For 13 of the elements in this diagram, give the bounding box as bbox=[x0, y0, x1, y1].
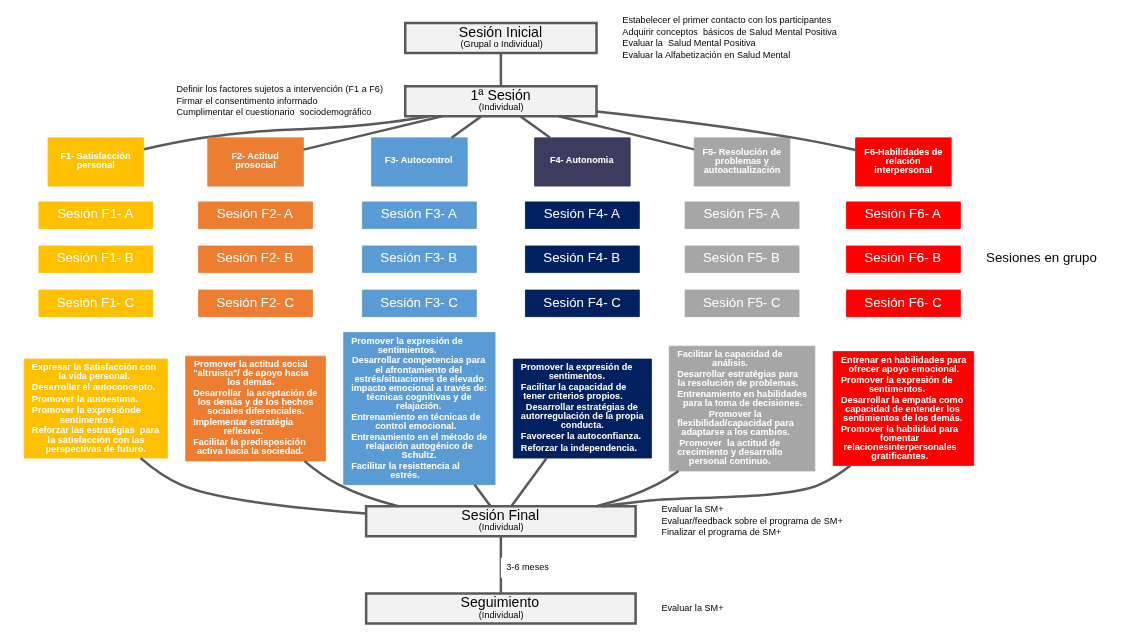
node-label: Evaluar la SM+ bbox=[661, 503, 724, 514]
node-label: Evaluar/feedback sobre el programa de SM+ bbox=[661, 515, 843, 526]
edge-label: 3-6 meses bbox=[506, 562, 549, 573]
node-label: Firmar el consentimento informado bbox=[176, 95, 318, 106]
node-label: Evaluar la SM+ bbox=[661, 602, 724, 613]
label: Sesiones en grupo bbox=[986, 250, 1097, 266]
node-label: Definir los factores sujetos a intervención (F1 a F6) bbox=[176, 83, 383, 94]
node-label: Adquirir conceptos básicos de Salud Mental Positiva bbox=[622, 26, 837, 37]
node-label: Evaluar la Salud Mental Positiva bbox=[622, 38, 756, 49]
node-label: Finalizar el programa de SM+ bbox=[661, 527, 782, 538]
node-label: Cumplimentar el cuestionario sociodemográfico bbox=[176, 107, 372, 118]
node-label: Evaluar la Alfabetización en Salud Mental bbox=[622, 49, 791, 60]
node-label: Estabelecer el primer contacto con los participantes bbox=[622, 14, 832, 25]
